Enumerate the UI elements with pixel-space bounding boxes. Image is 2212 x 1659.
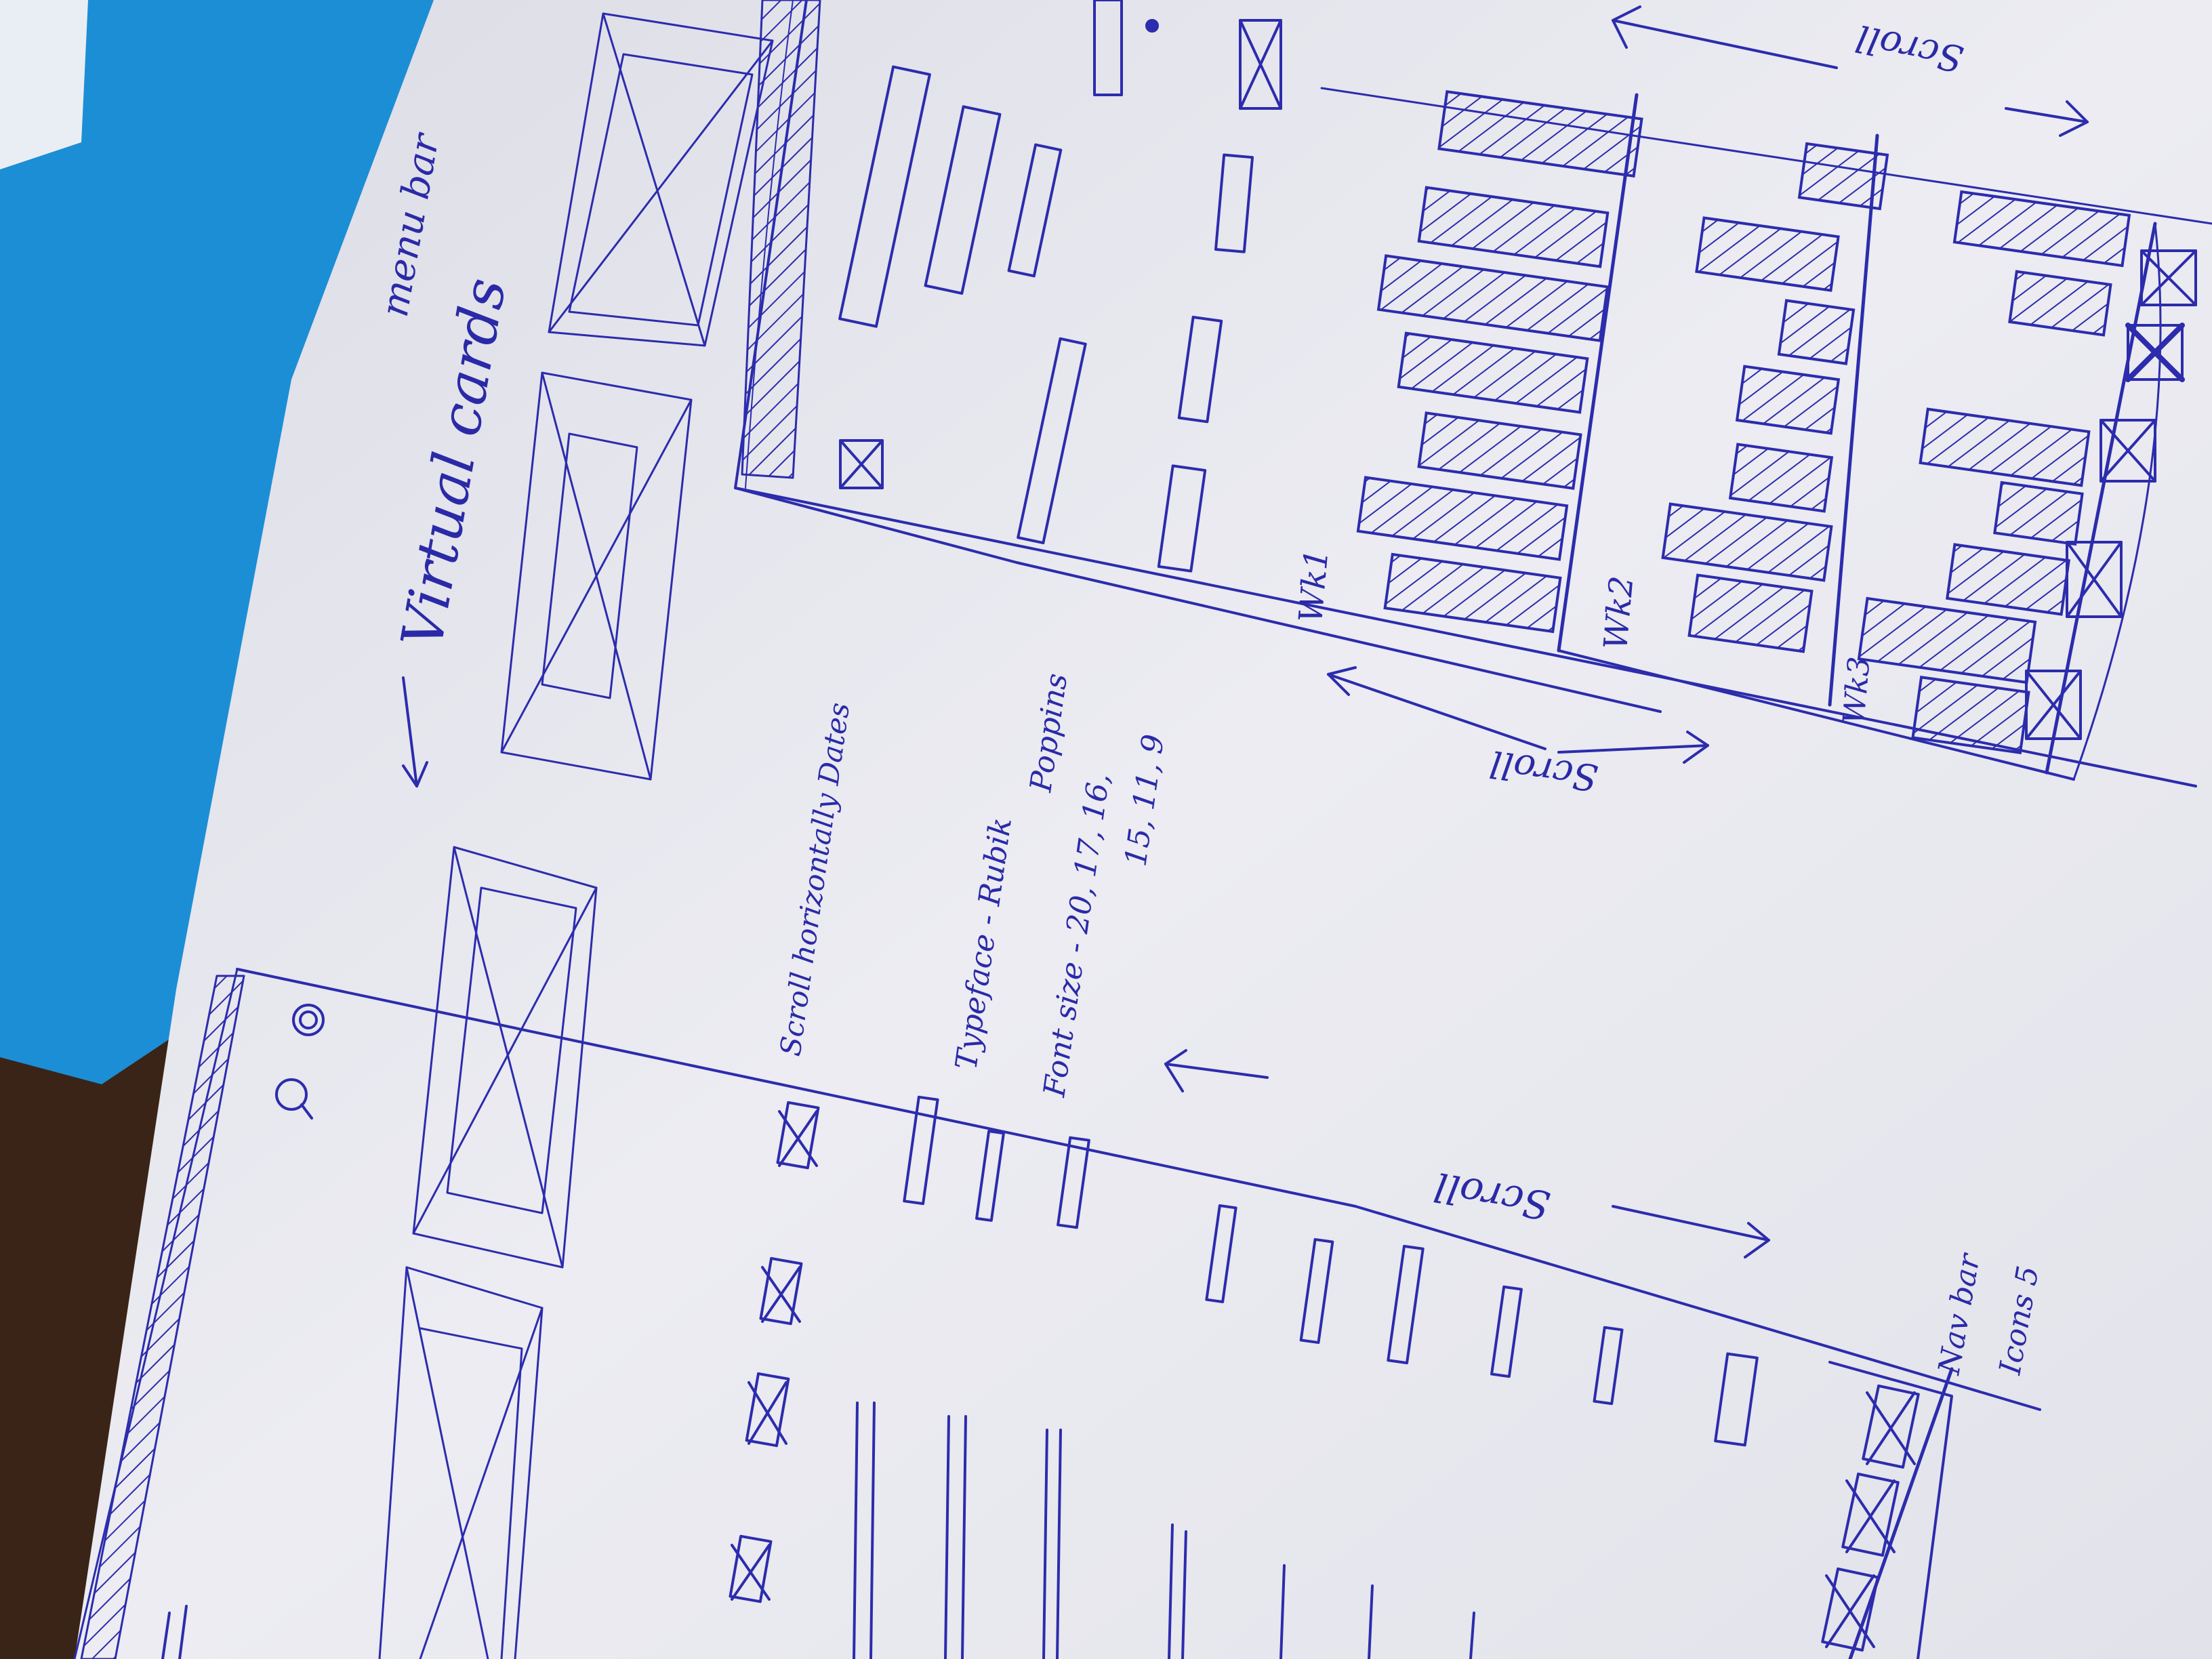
text-block [1177, 315, 1223, 424]
text-block [1017, 337, 1087, 545]
virtual-cards-bottom [378, 846, 598, 1659]
screen-frame-bottom [73, 968, 2041, 1659]
image-placeholder [839, 439, 884, 489]
wk1-bars [1356, 89, 1643, 634]
menu-bar-hatched [741, 0, 821, 479]
wk1-label: Wk1 [1292, 548, 1336, 624]
navbar-icons [1821, 1361, 1954, 1659]
text-block [1214, 153, 1254, 253]
image-placeholder [1239, 19, 1282, 110]
wk3-label: Wk3 [1837, 655, 1877, 726]
bottom-text-strips [853, 1095, 1759, 1659]
text-block [838, 65, 931, 328]
folder-label [0, 0, 88, 169]
wk2-bars [1661, 142, 1889, 653]
wk2-label: Wk2 [1597, 575, 1641, 651]
right-icon-column [2025, 249, 2197, 740]
virtual-cards-top [500, 12, 774, 781]
wk3-bars [1857, 190, 2131, 754]
bottom-icons [729, 1101, 820, 1603]
paper-sheet [75, 0, 2212, 1659]
text-block [1157, 464, 1207, 573]
text-block [1007, 143, 1063, 278]
text-block [1093, 0, 1123, 96]
bottom-scroll-arrows [402, 676, 1770, 1258]
week-section [734, 87, 2212, 781]
screen-frame-top [734, 0, 2197, 787]
side-hatched-bar [80, 975, 245, 1659]
text-block [924, 105, 1002, 295]
top-scroll-arrows [1327, 5, 2089, 764]
